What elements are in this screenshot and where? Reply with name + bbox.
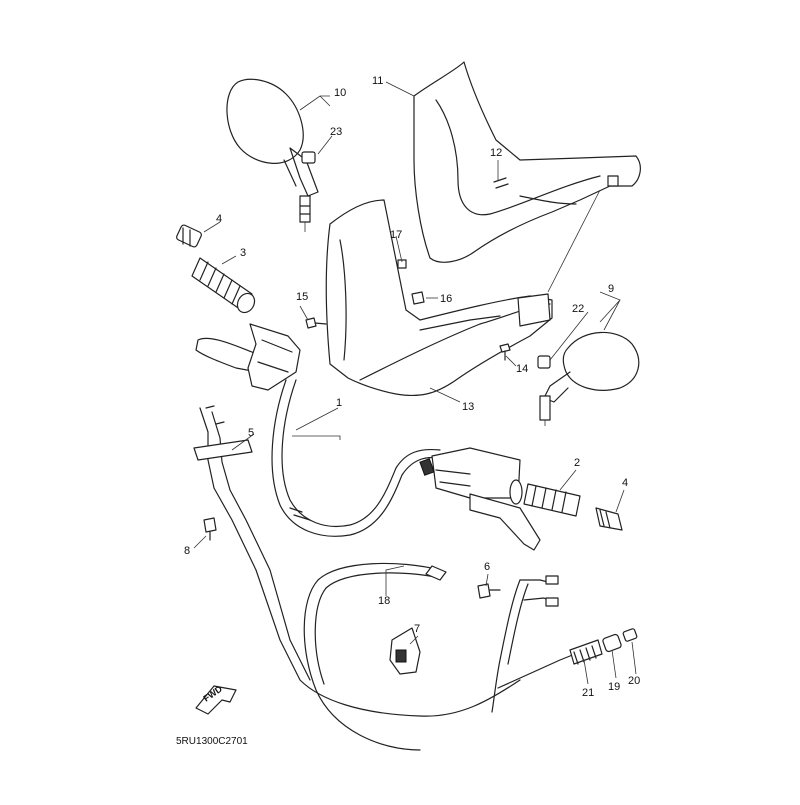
throttle-cable: [193, 405, 521, 717]
callout-4-left: 4: [216, 213, 222, 225]
left-mirror: [226, 78, 319, 232]
right-lever-assembly: [419, 447, 541, 551]
callout-19: 19: [608, 681, 620, 693]
spacer-19: [602, 633, 622, 653]
callout-15: 15: [296, 291, 308, 303]
grip-left: [191, 257, 256, 314]
callout-14: 14: [516, 363, 528, 375]
callout-17: 17: [390, 229, 402, 241]
callout-9: 9: [608, 283, 614, 295]
adjuster-rod: [497, 639, 603, 689]
nut-20: [622, 628, 638, 642]
callout-11: 11: [372, 75, 383, 87]
callout-10: 10: [334, 87, 346, 99]
callout-20: 20: [628, 675, 640, 687]
screw-15: [305, 317, 327, 329]
drawing-code: 5RU1300C2701: [176, 736, 248, 747]
right-mirror: [539, 331, 640, 426]
mirror-cap-left: [301, 151, 316, 164]
callout-16: 16: [440, 293, 452, 305]
handle-cover-upper: [413, 61, 641, 263]
screw-6: [477, 583, 501, 599]
callout-18: 18: [378, 595, 390, 607]
fwd-arrow-icon: FWD: [195, 683, 237, 715]
callout-4-right: 4: [622, 477, 628, 489]
clip-12: [493, 177, 509, 189]
callout-1: 1: [336, 397, 342, 409]
callout-5: 5: [248, 427, 254, 439]
callout-7: 7: [414, 623, 420, 635]
cable-junction: [491, 575, 559, 713]
screw-8: [203, 517, 217, 541]
callout-2: 2: [574, 457, 580, 469]
callout-labels: 10 23 11 12 4 3 17 15 16 9 22 14 1 13 5 …: [184, 75, 640, 699]
callout-3: 3: [240, 247, 246, 259]
callout-12: 12: [490, 147, 502, 159]
cable-holder: [389, 627, 421, 675]
callout-13: 13: [462, 401, 474, 413]
handlebar: [271, 379, 441, 537]
callout-6: 6: [484, 561, 490, 573]
grip-end-right: [595, 507, 623, 531]
leader-lines: [193, 81, 637, 685]
callout-23: 23: [330, 126, 342, 138]
left-lever-assembly: [195, 323, 301, 391]
screw-14: [499, 343, 511, 361]
callout-8: 8: [184, 545, 190, 557]
grip-end-left: [176, 224, 202, 248]
handle-cover-lower: [325, 199, 553, 397]
brake-cable: [303, 562, 447, 751]
callout-21: 21: [582, 687, 594, 699]
nut-17: [397, 259, 407, 269]
screw-16: [411, 291, 425, 305]
grip-right: [509, 479, 581, 517]
mirror-cap-right: [537, 355, 551, 369]
callout-22: 22: [572, 303, 584, 315]
